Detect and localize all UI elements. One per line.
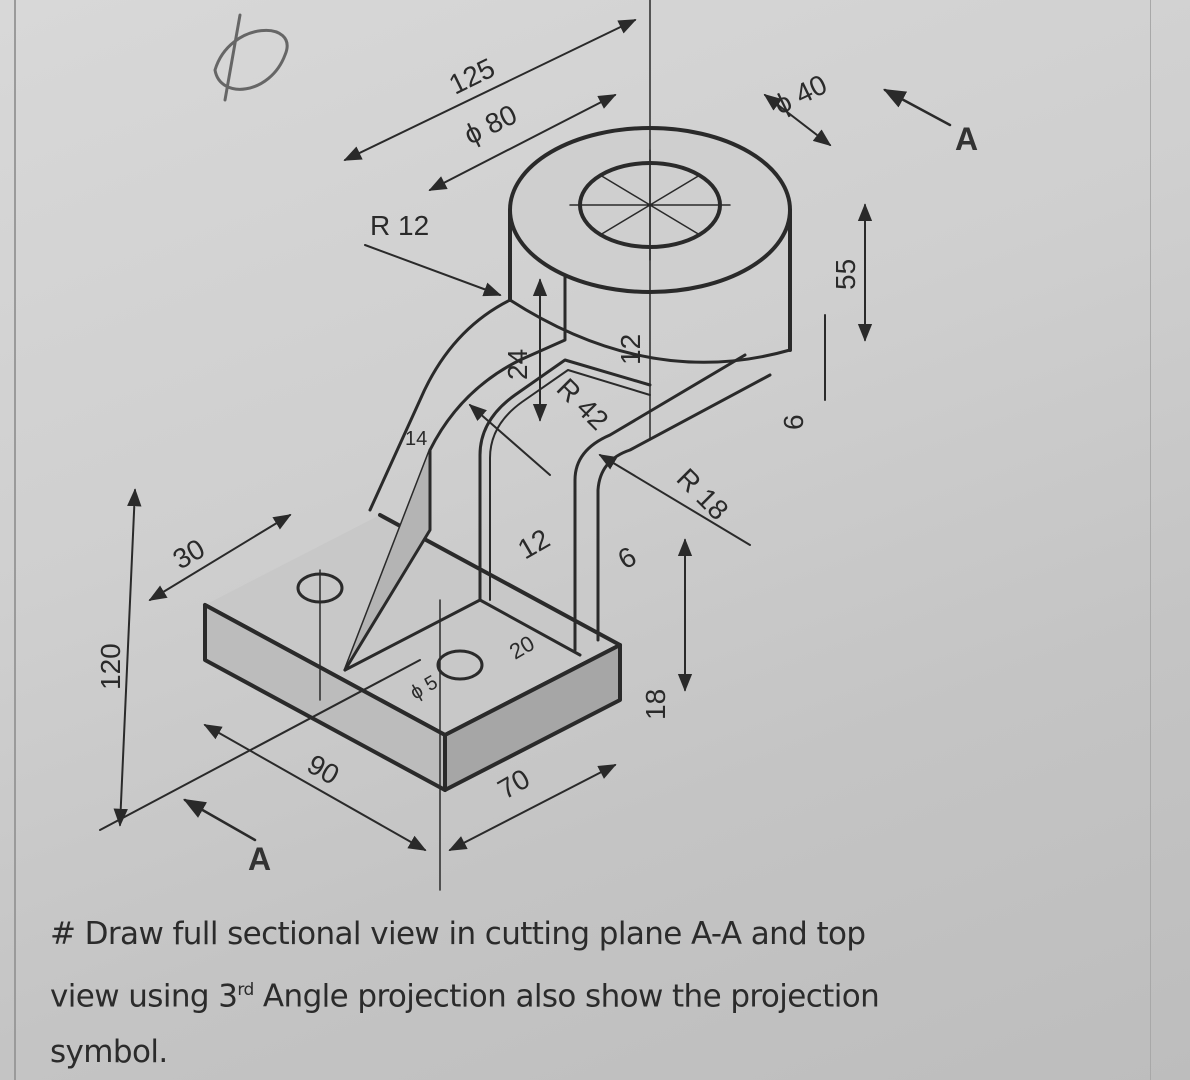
dim-18: 18: [640, 689, 671, 720]
dim-phi-80: ϕ 80: [459, 99, 522, 151]
dim-r12: R 12: [370, 210, 429, 241]
dim-125: 125: [444, 52, 500, 100]
dim-55: 55: [830, 259, 861, 290]
base-hole-left: [296, 572, 344, 604]
section-label-a-top: A: [955, 121, 978, 157]
dim-14: 14: [405, 428, 427, 450]
dim-70: 70: [493, 763, 535, 805]
pencil-scribble: [213, 13, 289, 102]
dim-phi-40: ϕ 40: [769, 69, 832, 121]
instruction-line-3: symbol.: [50, 1034, 168, 1071]
border-line-left: [14, 0, 16, 1080]
dim-6-cyl: 6: [778, 414, 809, 430]
border-line-right: [1150, 0, 1151, 1080]
instruction-line-2: view using 3rd Angle projection also sho…: [50, 962, 970, 1024]
base-hole-right: [436, 649, 484, 681]
instruction-line-2-a: view using 3: [50, 978, 238, 1015]
dim-12-rib: 12: [513, 523, 555, 565]
dim-30: 30: [168, 533, 210, 575]
base-side-face: [443, 643, 622, 792]
section-label-a-bottom: A: [248, 841, 271, 877]
instruction-line-1: # Draw full sectional view in cutting pl…: [50, 916, 866, 952]
dim-24: 24: [502, 349, 533, 380]
instruction-line-2-b: Angle projection also show the projectio…: [253, 978, 880, 1015]
instruction-text: # Draw full sectional view in cutting pl…: [50, 906, 970, 1080]
dim-6-rib: 6: [613, 541, 642, 576]
dim-120: 120: [95, 643, 126, 690]
superscript-rd: rd: [237, 980, 254, 1000]
dim-12-top: 12: [615, 334, 646, 365]
